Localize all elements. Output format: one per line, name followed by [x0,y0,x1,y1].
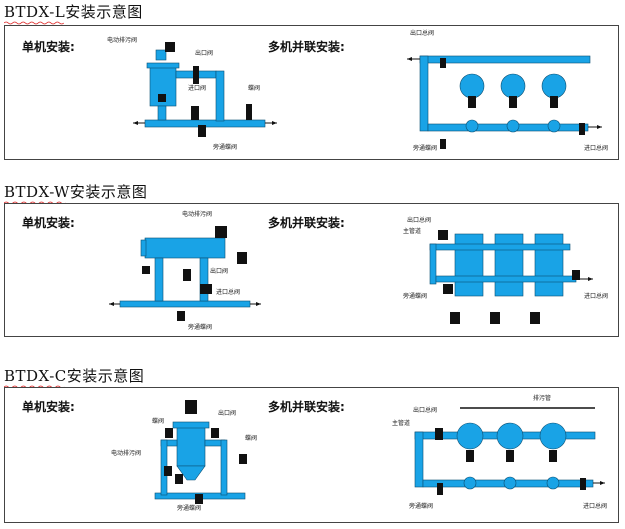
callout-1: 蝶阀 [152,417,164,425]
multi-callout-3: 旁通蝶阀 [403,292,427,300]
diagram-c: 蝶阀 出口阀 电动排污阀 蝶阀 旁通蝶阀 出口总阀 排污 [111,394,607,512]
callout-3: 电动排污阀 [111,449,141,457]
multi-callout-3: 进口总阀 [584,144,608,152]
multi-callout-2: 排污管 [533,394,551,402]
section-title-w: BTDX-W安装示意图 [4,181,147,205]
diagram-panel-c: 单机安装: 多机并联安装: 蝶阀 出口阀 电动排污阀 蝶阀 旁通蝶阀 [4,387,619,523]
callout-2: 出口阀 [195,49,213,57]
section-title-c: BTDX-C安装示意图 [4,365,144,389]
callout-3: 进口总阀 [216,288,240,296]
callout-2: 出口阀 [210,267,228,275]
callout-1: 电动排污阀 [107,36,137,44]
multi-callout-1: 出口总阀 [413,406,437,414]
multi-install-label: 多机并联安装: [268,400,345,414]
multi-callout-2: 主管道 [403,227,421,235]
multi-callout-4: 旁通蝶阀 [409,502,433,510]
diagram-w: 电动排污阀 出口阀 进口总阀 旁通蝶阀 出口总阀 主管道 旁通蝶阀 进口总阀 [109,210,608,331]
callout-3: 进口阀 [188,84,206,92]
diagram-panel-l: 单机安装: 多机并联安装: 电动排污阀 出口阀 进口阀 蝶阀 旁通蝶阀 [4,25,619,160]
multi-callout-3: 主管道 [392,419,410,427]
diagram-l: 电动排污阀 出口阀 进口阀 蝶阀 旁通蝶阀 [107,29,608,152]
single-install-label: 单机安装: [22,40,75,54]
callout-4: 蝶阀 [245,434,257,442]
callout-1: 电动排污阀 [182,210,212,218]
single-install-l: 电动排污阀 出口阀 进口阀 蝶阀 旁通蝶阀 [107,36,277,151]
multi-install-label: 多机并联安装: [268,40,345,54]
multi-install-c: 出口总阀 排污管 主管道 旁通蝶阀 进口总阀 [392,394,607,510]
multi-callout-5: 进口总阀 [583,502,607,510]
single-install-label: 单机安装: [22,400,75,414]
multi-callout-1: 出口总阀 [407,216,431,224]
multi-callout-4: 进口总阀 [584,292,608,300]
multi-install-l: 出口总阀 旁通蝶阀 进口总阀 [407,29,608,152]
single-install-c: 蝶阀 出口阀 电动排污阀 蝶阀 旁通蝶阀 [111,400,257,512]
callout-2: 出口阀 [218,409,236,417]
diagram-panel-w: 单机安装: 多机并联安装: 电动排污阀 出口阀 进口总阀 旁通蝶阀 [4,203,619,337]
multi-callout-2: 旁通蝶阀 [413,144,437,152]
callout-4: 蝶阀 [248,84,260,92]
callout-4: 旁通蝶阀 [188,323,212,331]
multi-install-label: 多机并联安装: [268,216,345,230]
multi-install-w: 出口总阀 主管道 旁通蝶阀 进口总阀 [403,216,608,324]
single-install-label: 单机安装: [22,216,75,230]
multi-callout-1: 出口总阀 [410,29,434,37]
callout-5: 旁通蝶阀 [177,504,201,512]
single-install-w: 电动排污阀 出口阀 进口总阀 旁通蝶阀 [109,210,261,331]
callout-5: 旁通蝶阀 [213,143,237,151]
section-title-l: BTDX-L安装示意图 [4,1,143,25]
